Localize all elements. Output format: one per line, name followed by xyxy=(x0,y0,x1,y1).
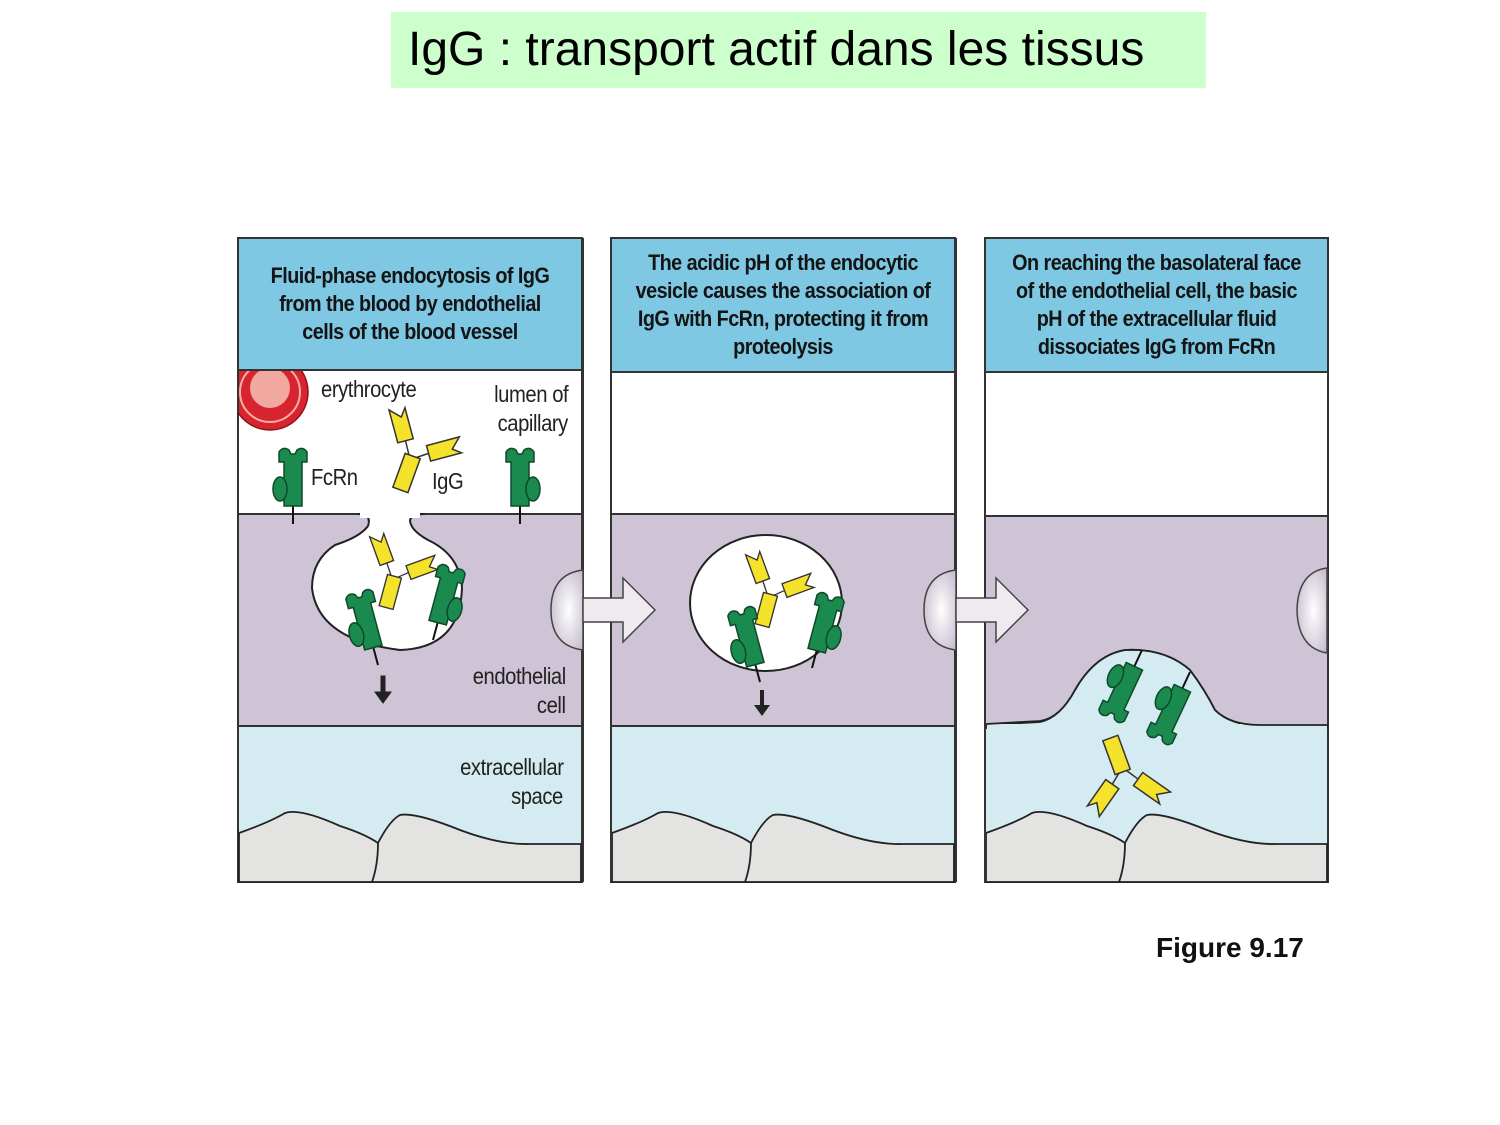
igg-label: IgG xyxy=(432,468,464,494)
erythrocyte-icon xyxy=(239,371,309,431)
panel-1-caption: Fluid-phase endocytosis of IgG from the … xyxy=(270,263,550,344)
fcrn-label: FcRn xyxy=(311,464,358,490)
erythrocyte-label: erythrocyte xyxy=(321,376,417,402)
panel-3 xyxy=(984,237,1329,883)
extracellular-label-line1: extracellular xyxy=(459,754,564,780)
panel-2-caption: The acidic pH of the endocytic vesicle c… xyxy=(635,250,931,359)
panel-1 xyxy=(237,237,583,883)
figure-label: Figure 9.17 xyxy=(1156,932,1304,963)
lumen-label-line2: capillary xyxy=(497,410,569,436)
panel-2 xyxy=(610,237,956,883)
slide-title: IgG : transport actif dans les tissus xyxy=(408,23,1145,76)
endothelial-label-line1: endothelial xyxy=(472,663,567,689)
panel-3-caption: On reaching the basolateral face of the … xyxy=(1012,250,1301,359)
slide-title-box: IgG : transport actif dans les tissus xyxy=(391,12,1206,88)
endothelial-label-line2: cell xyxy=(537,692,566,718)
lumen-label-line1: lumen of xyxy=(493,381,569,407)
extracellular-label-line2: space xyxy=(511,783,563,809)
